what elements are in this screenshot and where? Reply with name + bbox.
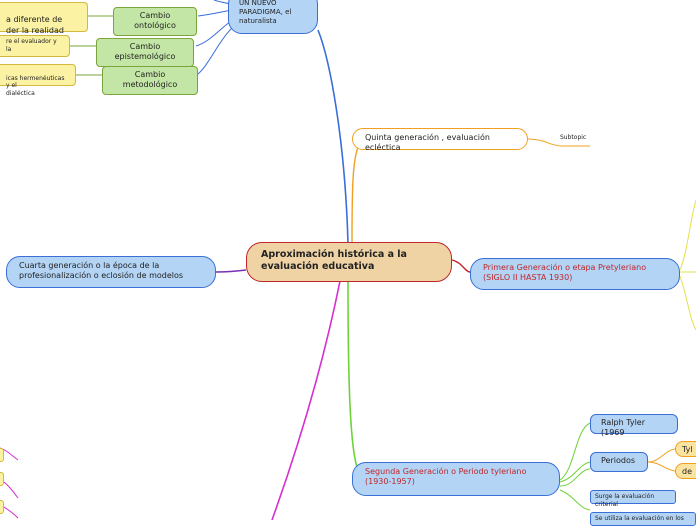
partial-node-3[interactable] — [0, 500, 4, 514]
extra-label: Se utiliza la evaluación en los — [595, 515, 684, 522]
change-ontologico-label: Cambio ontológico — [134, 11, 176, 31]
root-label: Aproximación histórica a la evaluación e… — [261, 249, 407, 273]
periodo-item-tyl-label: Tyl — [682, 445, 693, 454]
fourth-generation-label: Cuarta generación o la época de la profe… — [19, 261, 184, 281]
change-epistemologico-detail[interactable]: re el evaluador y la — [0, 35, 70, 57]
fifth-generation-node[interactable]: Quinta generación , evaluación ecléctica — [352, 128, 528, 153]
periodos-node[interactable]: Periodos — [590, 452, 648, 472]
fourth-generation-node[interactable]: Cuarta generación o la época de la profe… — [6, 256, 216, 288]
periodo-item-tyl[interactable]: Tyl — [675, 441, 696, 457]
fifth-generation-label: Quinta generación , evaluación ecléctica — [365, 133, 490, 153]
change-ontologico-detail-text: a diferente de der la realidad — [6, 15, 64, 35]
partial-node-1[interactable] — [0, 448, 4, 462]
periodo-item-de-label: de — [682, 467, 692, 476]
root-node[interactable]: Aproximación histórica a la evaluación e… — [246, 242, 452, 282]
periodo-item-de[interactable]: de — [675, 463, 696, 479]
change-metodologico-node[interactable]: Cambio metodológico — [102, 66, 198, 95]
second-generation-label: Segunda Generación o Periodo tyleriano (… — [365, 467, 527, 487]
criterial-node[interactable]: Surge la evaluación criterial — [590, 490, 676, 508]
change-epistemologico-label: Cambio epistemológico — [114, 42, 176, 62]
paradigm-label: UN NUEVO PARADIGMA, el naturalista — [239, 0, 292, 26]
change-metodologico-detail[interactable]: icas hermenéuticas y el dialéctica — [0, 64, 76, 97]
fifth-subtopic[interactable]: Subtopic — [560, 134, 590, 142]
ralph-tyler-node[interactable]: Ralph Tyler (1969 — [590, 414, 678, 438]
change-epistemologico-node[interactable]: Cambio epistemológico — [96, 38, 194, 67]
periodos-label: Periodos — [601, 456, 636, 465]
second-generation-node[interactable]: Segunda Generación o Periodo tyleriano (… — [352, 462, 560, 496]
extra-node[interactable]: Se utiliza la evaluación en los — [590, 512, 696, 526]
paradigm-node[interactable]: UN NUEVO PARADIGMA, el naturalista — [228, 0, 318, 34]
change-metodologico-label: Cambio metodológico — [122, 70, 178, 90]
ralph-tyler-label: Ralph Tyler (1969 — [601, 418, 646, 438]
first-generation-node[interactable]: Primera Generación o etapa Pretyleriano … — [470, 258, 680, 290]
change-ontologico-node[interactable]: Cambio ontológico — [113, 7, 197, 36]
fifth-subtopic-label: Subtopic — [560, 134, 587, 141]
partial-node-2[interactable] — [0, 472, 4, 486]
change-epistemologico-detail-text: re el evaluador y la — [6, 38, 57, 53]
change-ontologico-detail[interactable]: a diferente de der la realidad — [0, 2, 88, 35]
first-generation-label: Primera Generación o etapa Pretyleriano … — [483, 263, 647, 283]
change-metodologico-detail-text: icas hermenéuticas y el dialéctica — [6, 74, 65, 97]
criterial-label: Surge la evaluación criterial — [595, 493, 655, 508]
